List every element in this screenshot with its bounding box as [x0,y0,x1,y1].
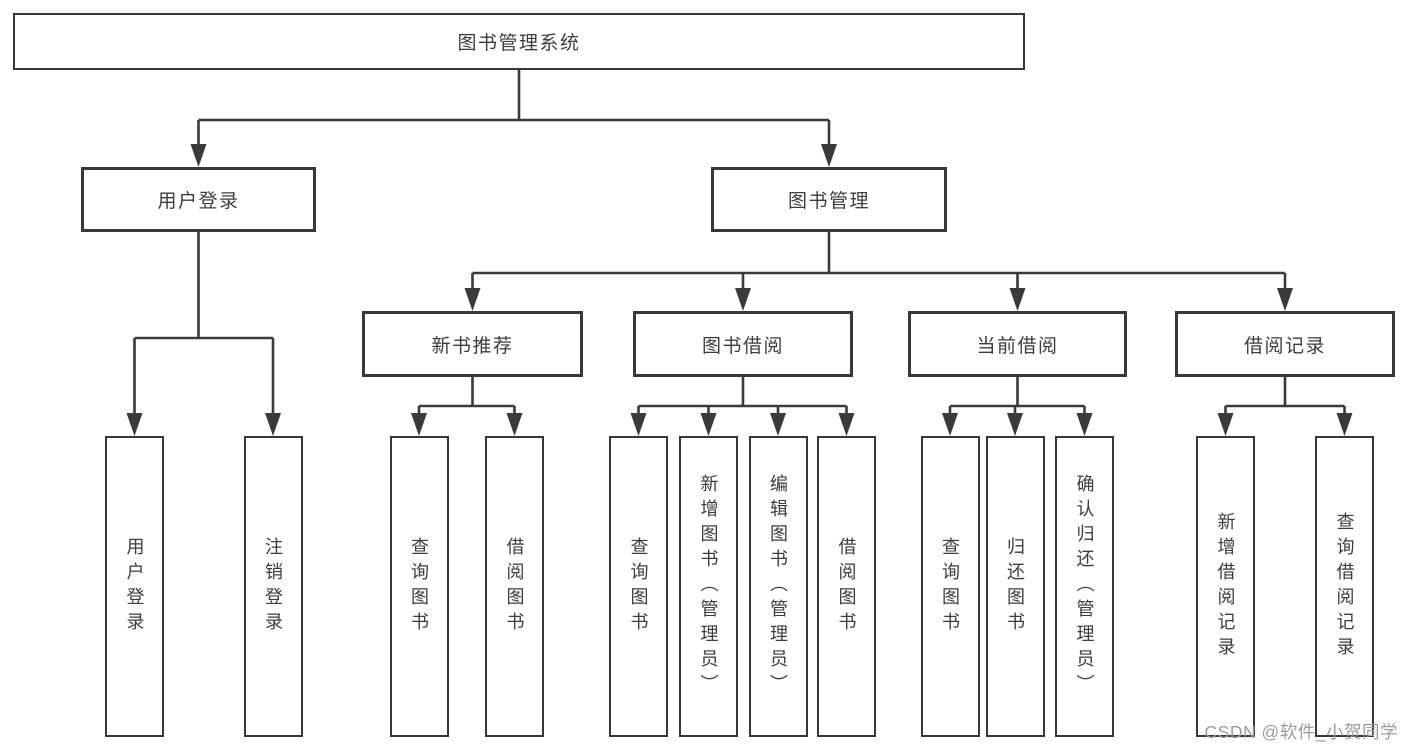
node-book-borrowing: 图书借阅 [633,311,853,377]
node-label: 新书推荐 [431,335,514,357]
arrowhead [1217,413,1234,436]
connector-root-to-level2 [190,70,837,167]
leaf-label: 归还图书 [1005,536,1025,637]
leaf-label: 用户登录 [124,536,145,637]
leaf-add-borrow-record: 新增借阅记录 [1196,436,1255,737]
connector-current-borrowing-to-leaves [942,377,1093,436]
arrowhead [506,413,523,436]
arrowhead [411,413,427,436]
leaf-query-books-current: 查询图书 [920,436,980,737]
arrowhead [700,413,717,436]
node-library-management-system: 图书管理系统 [13,13,1025,70]
connector-book-management-to-level3 [464,232,1293,311]
connector-book-borrowing-to-leaves [630,377,855,436]
leaf-label: 查询图书 [628,536,649,637]
leaf-add-book-admin: 新增图书（管理员） [679,436,738,737]
leaf-label: 借阅图书 [504,536,525,637]
arrowhead [1277,288,1293,311]
leaf-return-books: 归还图书 [985,436,1045,737]
leaf-label: 查询图书 [409,536,429,637]
connector-user-login-to-leaves [126,232,281,436]
leaf-edit-book-admin: 编辑图书（管理员） [748,436,808,737]
node-label: 借阅记录 [1243,335,1326,357]
arrowhead [1007,413,1023,436]
node-book-management: 图书管理 [711,167,947,232]
leaf-label: 新增图书（管理员） [698,474,719,699]
leaf-query-books-borrowing: 查询图书 [609,436,668,737]
node-label: 图书管理 [787,191,870,212]
node-borrow-records: 借阅记录 [1175,311,1395,377]
leaf-logout: 注销登录 [243,436,303,737]
leaf-label: 新增借阅记录 [1215,511,1236,662]
node-new-book-recommendation: 新书推荐 [362,311,583,377]
arrowhead [1336,413,1353,436]
node-label: 图书管理系统 [457,33,581,54]
leaf-label: 借阅图书 [836,536,857,637]
leaf-label: 编辑图书（管理员） [768,474,788,699]
node-label: 图书借阅 [701,335,784,357]
leaf-borrow-books-recommend: 借阅图书 [485,436,544,737]
leaf-label: 注销登录 [263,536,283,637]
arrowhead [770,413,786,436]
arrowhead [126,413,143,436]
connector-borrow-records-to-leaves [1217,377,1353,436]
leaf-label: 查询图书 [940,536,960,637]
connector-new-book-to-leaves [411,377,523,436]
leaf-confirm-return-admin: 确认归还（管理员） [1055,436,1114,737]
leaf-user-login: 用户登录 [105,436,164,737]
arrowhead [630,413,647,436]
csdn-watermark: CSDN @软件_小贺同学 [1204,722,1398,742]
arrowhead [190,144,207,167]
arrowhead [821,144,837,167]
node-current-borrowing: 当前借阅 [908,311,1127,377]
arrowhead [464,288,481,311]
arrowhead [265,413,281,436]
leaf-label: 确认归还（管理员） [1074,474,1095,699]
arrowhead [1009,288,1026,311]
leaf-label: 查询借阅记录 [1334,511,1355,662]
leaf-query-books-recommend: 查询图书 [389,436,449,737]
arrowhead [735,288,751,311]
arrowhead [1076,413,1093,436]
node-user-login: 用户登录 [81,167,316,232]
leaf-borrow-books-borrowing: 借阅图书 [817,436,876,737]
arrowhead [838,413,855,436]
leaf-query-borrow-record: 查询借阅记录 [1315,436,1374,737]
arrowhead [942,413,958,436]
node-label: 当前借阅 [976,335,1059,357]
node-label: 用户登录 [157,191,240,212]
